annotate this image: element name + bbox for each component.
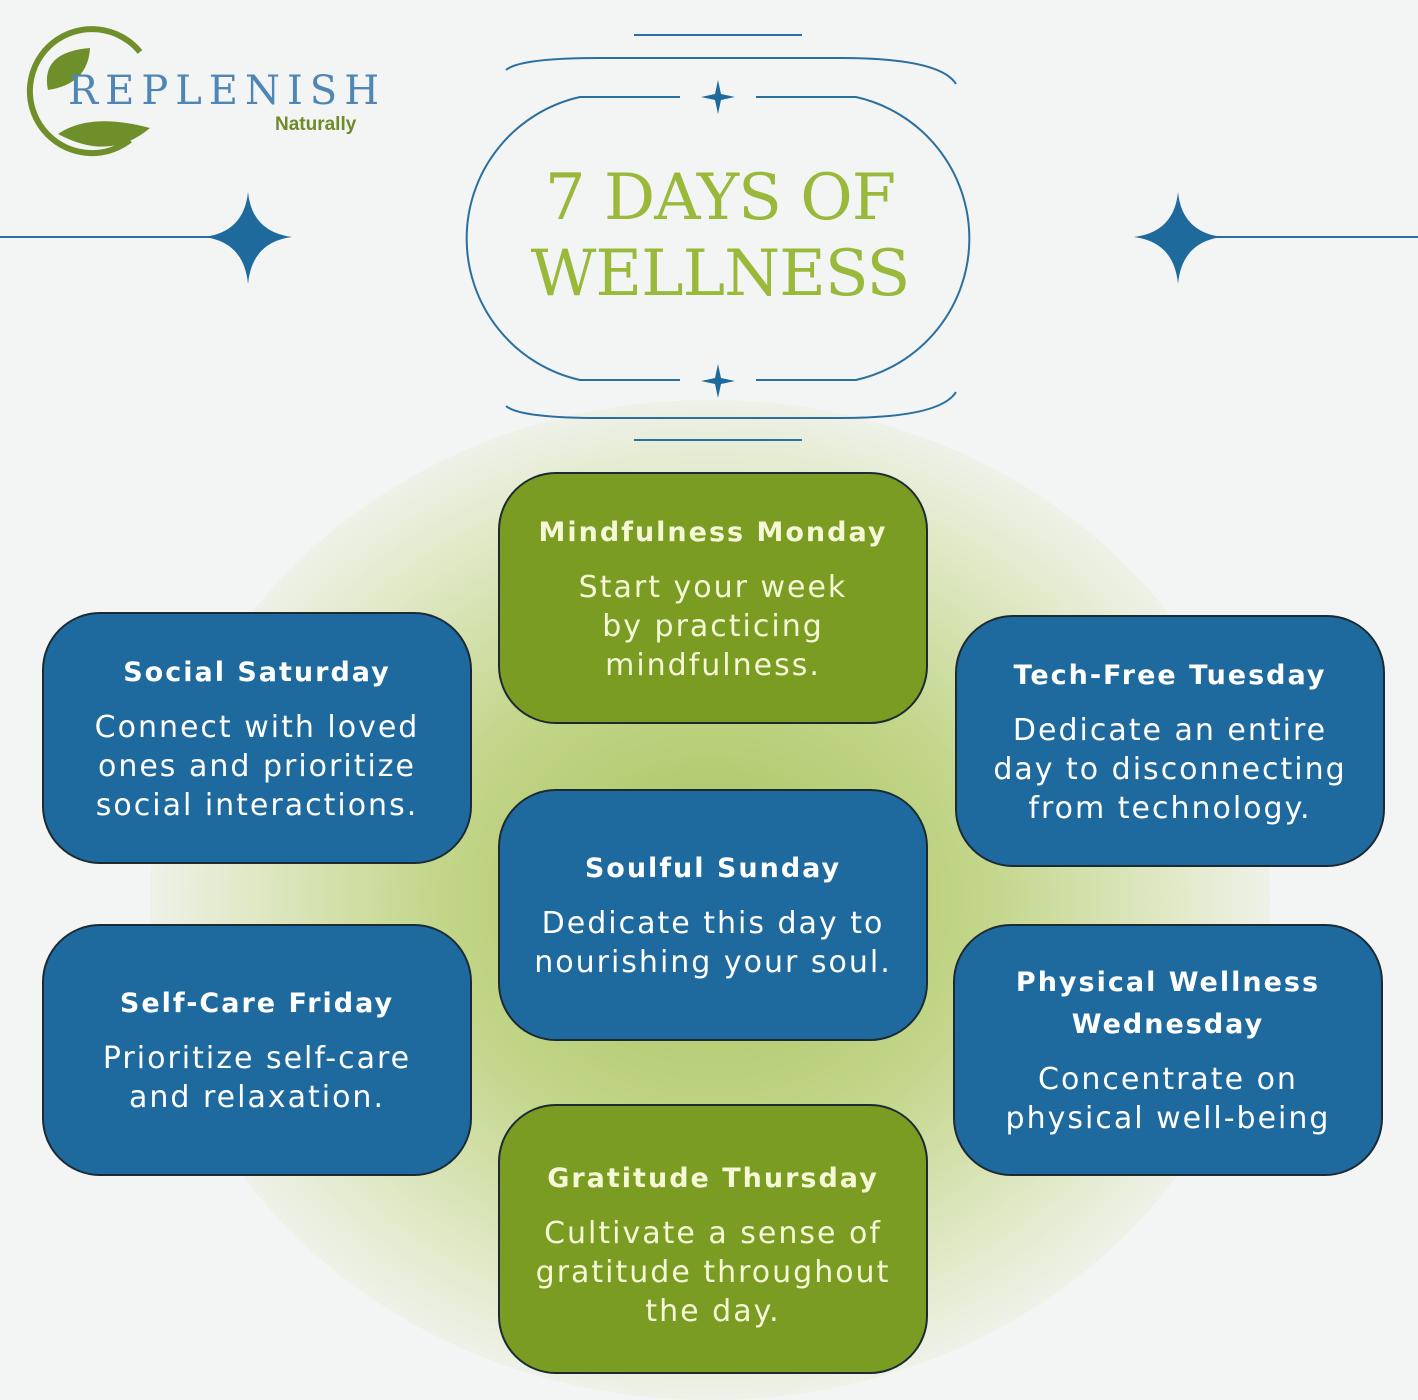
star-sparkle-icon: [1134, 192, 1222, 284]
logo-name: REPLENISH: [68, 68, 387, 114]
day-card-thursday: Gratitude Thursday Cultivate a sense of …: [498, 1104, 928, 1374]
logo-tagline: Naturally: [275, 114, 357, 135]
day-card-saturday: Social Saturday Connect with loved ones …: [42, 612, 472, 864]
day-title: Tech-Free Tuesday: [1013, 659, 1327, 691]
title-line-1: 7 DAYS OF: [544, 161, 896, 235]
day-card-friday: Self-Care Friday Prioritize self-care an…: [42, 924, 472, 1176]
leaf-circle-icon: [26, 26, 150, 157]
day-description: Cultivate a sense of gratitude throughou…: [535, 1216, 891, 1329]
title-line-2: WELLNESS: [530, 237, 911, 311]
day-description: Prioritize self-care and relaxation.: [102, 1041, 412, 1115]
day-card-tuesday: Tech-Free Tuesday Dedicate an entire day…: [955, 615, 1385, 867]
day-title: Social Saturday: [123, 656, 391, 688]
day-title: Self-Care Friday: [119, 988, 395, 1019]
day-description: Concentrate on physical well-being: [1005, 1062, 1331, 1136]
day-title: Soulful Sunday: [584, 853, 842, 884]
day-description: Dedicate an entire day to disconnecting …: [993, 712, 1347, 826]
plus-sparkle-icon: [701, 364, 735, 398]
day-card-monday: Mindfulness Monday Start your week by pr…: [498, 472, 928, 724]
replenish-logo: REPLENISH Naturally: [10, 12, 390, 172]
day-description: Start your week by practicing mindfulnes…: [578, 569, 848, 683]
day-title: Mindfulness Monday: [538, 516, 888, 548]
title-frame-decoration: [0, 34, 1418, 441]
day-card-wednesday: Physical Wellness Wednesday Concentrate …: [953, 924, 1383, 1176]
day-description: Connect with loved ones and prioritize s…: [94, 709, 420, 823]
day-description: Dedicate this day to nourishing your sou…: [534, 906, 892, 980]
day-title: Gratitude Thursday: [547, 1163, 879, 1194]
page-title: 7 DAYS OF WELLNESS: [440, 160, 1000, 312]
plus-sparkle-icon: [701, 80, 735, 114]
day-card-sunday: Soulful Sunday Dedicate this day to nour…: [498, 789, 928, 1041]
day-title: Physical Wellness Wednesday: [1015, 967, 1321, 1040]
star-sparkle-icon: [204, 192, 292, 284]
